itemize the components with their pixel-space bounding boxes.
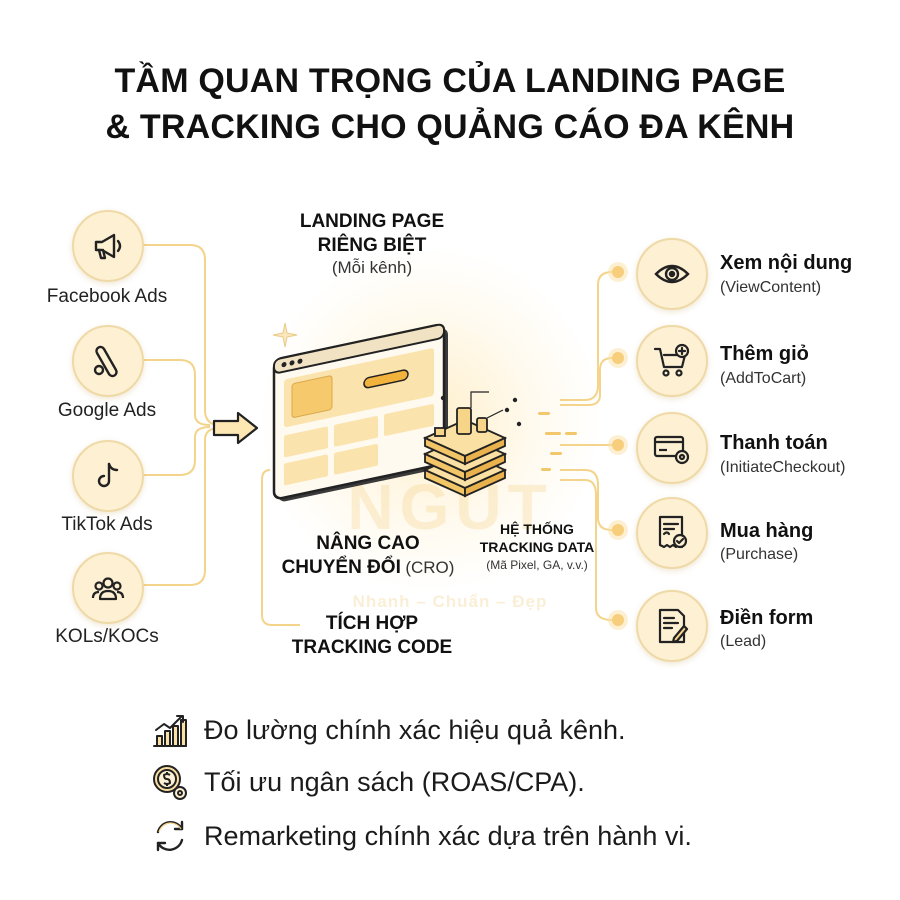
connector-viewcontent <box>560 271 613 401</box>
connector-addtocart <box>560 357 613 406</box>
connector-purchase <box>560 469 613 531</box>
watermark-slogan: Nhanh – Chuẩn – Đẹp <box>352 592 548 611</box>
cart-plus-icon <box>653 343 690 377</box>
title-line-2: & TRACKING CHO QUẢNG CÁO ĐA KÊNH <box>105 108 795 146</box>
checkout-icon-circle <box>636 412 708 484</box>
purchase-icon-circle <box>636 497 708 569</box>
connector-kols <box>140 427 221 586</box>
refresh-cycle-icon <box>156 820 184 852</box>
source-label-google: Google Ads <box>57 400 157 421</box>
google-ads-icon <box>93 345 118 378</box>
megaphone-icon <box>94 233 122 260</box>
tracking-data-line-2: TRACKING DATA <box>479 539 595 555</box>
cro-line-1: NÂNG CAO <box>316 533 420 554</box>
benefit-budget: Tối ưu ngân sách (ROAS/CPA). <box>150 762 585 802</box>
tiktok-ads-icon-circle <box>72 440 144 512</box>
growth-chart-icon <box>153 715 187 747</box>
connector-tiktok <box>140 426 211 476</box>
event-title-viewcontent: Xem nội dung <box>720 252 853 274</box>
event-title-lead: Điền form <box>720 607 814 629</box>
benefit-text-remarketing: Remarketing chính xác dựa trên hành vi. <box>204 820 692 851</box>
benefit-text-measurement: Đo lường chính xác hiệu quả kênh. <box>204 714 626 745</box>
event-sub-viewcontent: (ViewContent) <box>720 279 822 296</box>
tracking-code-line-1: TÍCH HỢP <box>325 613 419 634</box>
cro-note: (CRO) <box>405 558 455 577</box>
benefit-measurement: Đo lường chính xác hiệu quả kênh. <box>150 710 626 750</box>
event-sub-lead: (Lead) <box>720 633 767 650</box>
event-title-addtocart: Thêm giỏ <box>720 343 809 365</box>
connector-tracking-code <box>261 469 300 626</box>
source-label-tiktok: TikTok Ads <box>61 514 153 535</box>
benefit-text-budget: Tối ưu ngân sách (ROAS/CPA). <box>204 766 585 797</box>
event-sub-checkout: (InitiateCheckout) <box>720 459 846 476</box>
google-ads-icon-circle <box>72 325 144 397</box>
flow-arrow-icon <box>212 411 259 445</box>
eye-icon <box>654 264 690 284</box>
tiktok-icon <box>97 462 119 488</box>
form-pen-icon <box>658 608 689 644</box>
event-sub-addtocart: (AddToCart) <box>720 370 807 387</box>
cro-label: NÂNG CAO CHUYỂN ĐỔI (CRO) <box>258 532 478 580</box>
page-title: TẦM QUAN TRỌNG CỦA LANDING PAGE & TRACKI… <box>0 58 900 150</box>
viewcontent-icon-circle <box>636 238 708 310</box>
addtocart-icon-circle <box>636 325 708 397</box>
source-label-kols: KOLs/KOCs <box>55 626 159 647</box>
card-gear-icon <box>653 435 690 465</box>
source-label-facebook: Facebook Ads <box>46 286 168 307</box>
event-sub-purchase: (Purchase) <box>720 546 799 563</box>
people-group-icon <box>91 577 125 601</box>
event-title-purchase: Mua hàng <box>720 520 814 542</box>
connector-google <box>140 359 211 426</box>
sparkle-icon <box>272 322 298 348</box>
landing-line-1: LANDING PAGE <box>299 211 445 232</box>
lead-icon-circle <box>636 590 708 662</box>
landing-page-browser-icon <box>272 323 448 502</box>
receipt-check-icon <box>658 515 688 549</box>
kols-icon-circle <box>72 552 144 624</box>
event-title-checkout: Thanh toán <box>720 432 828 454</box>
cro-line-2: CHUYỂN ĐỔI <box>281 557 401 578</box>
tracking-data-label: HỆ THỐNG TRACKING DATA (Mã Pixel, GA, v.… <box>462 520 612 574</box>
connector-facebook <box>140 244 221 426</box>
landing-page-label: LANDING PAGE RIÊNG BIỆT (Mỗi kênh) <box>262 210 482 278</box>
connector-lead <box>560 479 613 621</box>
benefit-remarketing: Remarketing chính xác dựa trên hành vi. <box>150 816 692 856</box>
server-stack-icon <box>422 391 522 498</box>
tracking-code-line-2: TRACKING CODE <box>291 637 453 658</box>
tracking-code-label: TÍCH HỢP TRACKING CODE <box>262 612 482 660</box>
money-gear-icon <box>153 765 187 800</box>
title-line-1: TẦM QUAN TRỌNG CỦA LANDING PAGE <box>114 62 786 100</box>
landing-note: (Mỗi kênh) <box>331 258 413 277</box>
facebook-ads-icon-circle <box>72 210 144 282</box>
tracking-data-line-1: HỆ THỐNG <box>500 521 574 537</box>
landing-line-2: RIÊNG BIỆT <box>317 235 427 256</box>
tracking-data-note: (Mã Pixel, GA, v.v.) <box>486 558 588 572</box>
